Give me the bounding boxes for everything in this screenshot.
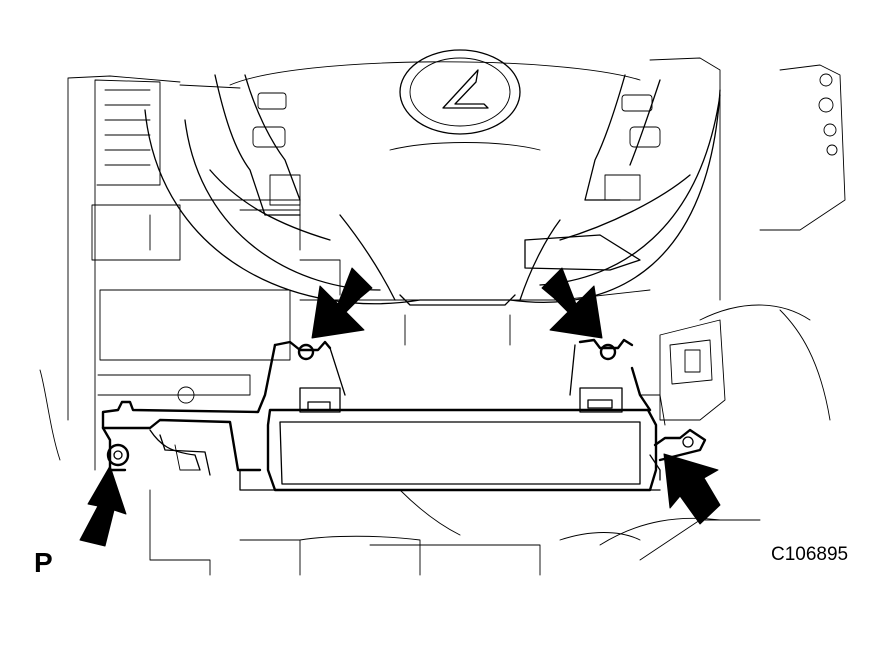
meter-assembly [101,338,707,492]
pointer-arrows [79,267,721,547]
arrow-upper-left-clip [311,267,373,339]
figure-id: C106895 [771,544,849,565]
arrow-lower-left-screw [79,465,127,547]
cluster-emblem [229,49,641,151]
dashboard-panels [39,57,846,576]
view-label: P [34,547,53,578]
arrow-upper-right-clip [541,267,603,339]
arrow-lower-right-bracket [663,453,721,525]
steering-wheel [144,74,721,346]
